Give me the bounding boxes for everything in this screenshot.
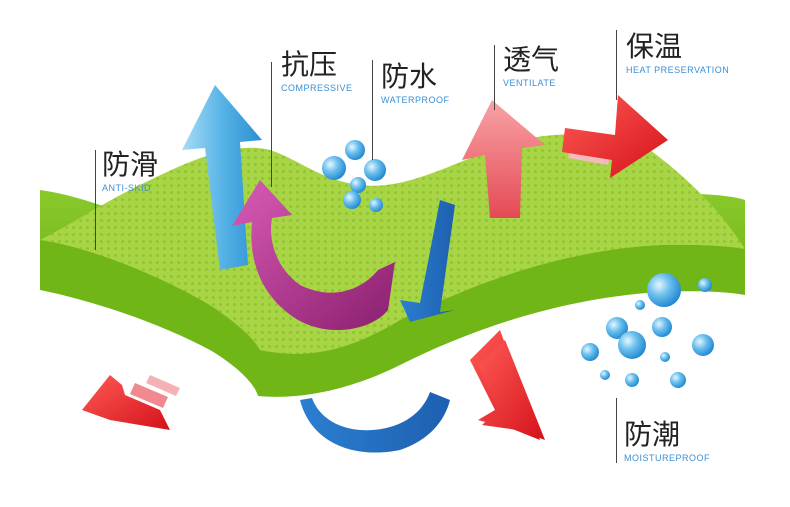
ventilate-cn: 透气 bbox=[503, 43, 560, 76]
bottom-blue-arc bbox=[300, 392, 450, 453]
heat-preservation-arrow bbox=[562, 95, 668, 178]
compressive-purple-arrow bbox=[232, 180, 395, 331]
heat-preservation-label: 保温 HEAT PRESERVATION bbox=[626, 30, 730, 76]
moistureproof-bubbles bbox=[581, 273, 714, 388]
waterproof-drops bbox=[322, 140, 386, 212]
compressive-en: COMPRESSIVE bbox=[281, 83, 353, 93]
moistureproof-leader-line bbox=[616, 398, 617, 463]
anti-skid-cn: 防滑 bbox=[102, 148, 159, 181]
anti-skid-leader-line bbox=[95, 150, 96, 250]
heat-preservation-leader-line bbox=[616, 30, 617, 100]
anti-skid-label: 防滑 ANTI-SKID bbox=[102, 148, 159, 194]
compressive-cn: 抗压 bbox=[281, 48, 338, 81]
anti-skid-en: ANTI-SKID bbox=[102, 183, 152, 193]
moistureproof-cn: 防潮 bbox=[624, 418, 681, 451]
waterproof-leader-line bbox=[372, 60, 373, 160]
waterproof-label: 防水 WATERPROOF bbox=[381, 60, 450, 106]
heat-preservation-en: HEAT PRESERVATION bbox=[626, 65, 730, 75]
heat-preservation-cn: 保温 bbox=[626, 30, 683, 63]
ventilate-label: 透气 VENTILATE bbox=[503, 43, 560, 89]
ventilate-arrow bbox=[462, 100, 545, 218]
compressive-blue-down-arrow bbox=[400, 200, 455, 322]
waterproof-en: WATERPROOF bbox=[381, 95, 450, 105]
compressive-leader-line bbox=[271, 62, 272, 187]
ventilate-en: VENTILATE bbox=[503, 78, 556, 88]
moisture-red-arrow bbox=[478, 340, 545, 440]
material-slab-front-face bbox=[40, 240, 745, 397]
ventilate-leader-line bbox=[494, 45, 495, 110]
compressive-label: 抗压 COMPRESSIVE bbox=[281, 48, 353, 94]
moistureproof-en: MOISTUREPROOF bbox=[624, 453, 711, 463]
moistureproof-label: 防潮 MOISTUREPROOF bbox=[624, 418, 711, 464]
anti-skid-arrow bbox=[82, 375, 180, 430]
waterproof-cn: 防水 bbox=[381, 60, 438, 93]
